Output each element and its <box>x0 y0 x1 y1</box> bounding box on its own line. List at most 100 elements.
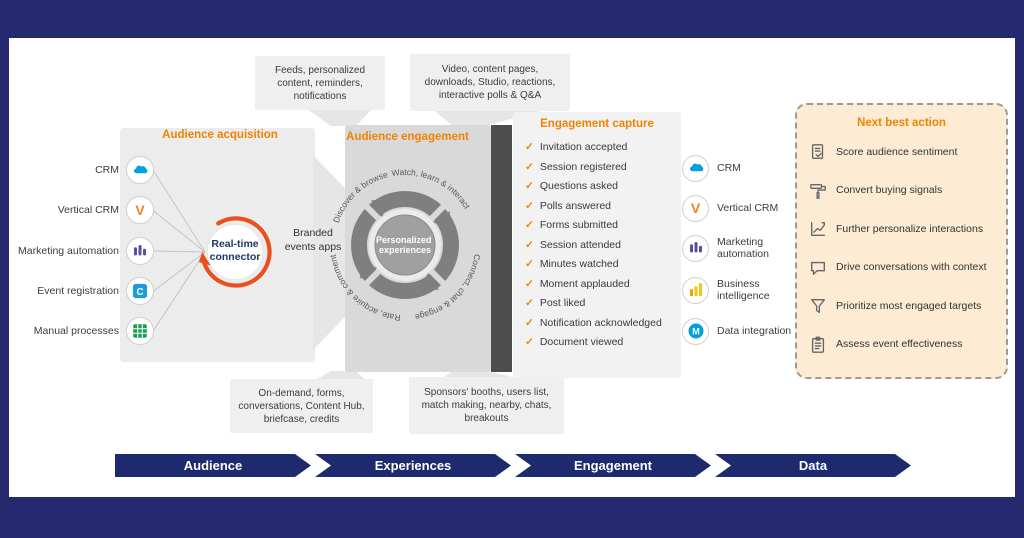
capture-item: ✓ Forms submitted <box>525 219 675 232</box>
check-icon: ✓ <box>525 297 534 309</box>
next-best-action-item: Convert buying signals <box>797 172 1006 211</box>
marketing-automation-icon <box>126 237 154 265</box>
paint-roller-icon <box>809 182 827 200</box>
capture-item: ✓ Questions asked <box>525 180 675 193</box>
vlocity-icon: V <box>682 194 709 222</box>
acquisition-item-label: Vertical CRM <box>57 204 119 216</box>
audience-engagement-title: Audience engagement <box>346 131 469 143</box>
engagement-capture-title: Engagement capture <box>540 118 654 130</box>
capture-item-label: Moment applauded <box>539 277 630 290</box>
check-icon: ✓ <box>525 277 534 290</box>
capture-item-label: Document viewed <box>539 336 624 348</box>
next-best-action-label: Further personalize interactions <box>836 222 984 235</box>
callout-on-demand: On-demand, forms, conversations, Content… <box>230 379 373 433</box>
capture-item: ✓ Document viewed <box>525 336 675 349</box>
next-best-action-label: Convert buying signals <box>836 184 943 197</box>
output-item-label: Business intelligence <box>717 277 770 302</box>
check-icon: ✓ <box>525 199 534 212</box>
next-best-action-item: Further personalize interactions <box>797 210 1006 249</box>
next-best-action-item: Prioritize most engaged targets <box>797 287 1006 326</box>
output-item-label: Vertical CRM <box>717 201 779 214</box>
frame-bottom <box>0 497 1024 538</box>
capture-item: ✓Session attended <box>525 239 675 252</box>
frame-right <box>1015 38 1024 497</box>
flow-step-audience: Audience <box>115 454 311 477</box>
mulesoft-icon: M <box>682 317 709 345</box>
cvent-icon: C <box>126 277 154 305</box>
vlocity-glyph: V <box>690 200 701 216</box>
vlocity-icon: V <box>126 196 154 224</box>
check-icon: ✓ <box>525 316 534 329</box>
salesforce-icon <box>126 156 154 184</box>
check-icon: ✓ <box>525 219 534 231</box>
acquisition-item-label: Marketing automation <box>18 245 119 257</box>
vlocity-glyph: V <box>135 202 145 218</box>
funnel-shape <box>307 109 372 126</box>
branded-events-apps-label: Branded events apps <box>284 227 342 253</box>
svg-text:C: C <box>136 287 143 298</box>
callout-video: Video, content pages, downloads, Studio,… <box>410 54 570 111</box>
acquisition-item-vertical-crm: Vertical CRM V <box>14 196 154 224</box>
document-check-icon <box>809 143 827 161</box>
output-item-label: Marketing automation <box>717 235 769 260</box>
acquisition-item-crm: CRM <box>14 156 154 184</box>
acquisition-item-label: Manual processes <box>33 325 119 337</box>
acquisition-item-manual-processes: Manual processes <box>14 317 154 345</box>
output-item-data-integration: M Data integration <box>682 316 806 346</box>
next-best-action-item: Score audience sentiment <box>797 133 1006 172</box>
next-best-action-label: Prioritize most engaged targets <box>836 299 982 312</box>
callout-sponsors: Sponsors' booths, users list, match maki… <box>409 377 564 434</box>
next-best-action-title: Next best action <box>857 117 946 129</box>
personalized-experiences-ring: Personalized experiences Discover & brow… <box>328 167 483 323</box>
flow-step-engagement: Engagement <box>515 454 711 477</box>
power-bi-icon <box>682 276 709 304</box>
capture-item: ✓ Invitation accepted <box>525 141 675 154</box>
next-best-action-label: Score audience sentiment <box>836 145 958 158</box>
next-best-action-label: Assess event effectiveness <box>836 338 963 351</box>
output-item-crm: CRM <box>682 153 806 183</box>
svg-text:M: M <box>692 326 700 336</box>
acquisition-item-marketing-automation: Marketing automation <box>14 237 154 265</box>
audience-acquisition-title: Audience acquisition <box>162 129 278 141</box>
check-icon: ✓ <box>525 336 534 348</box>
flow-step-data: Data <box>715 454 911 477</box>
capture-item-label: Notification acknowledged <box>539 316 662 329</box>
acquisition-item-label: Event registration <box>37 285 119 297</box>
real-time-connector-graphic <box>198 216 272 288</box>
output-item-label: Data integration <box>717 324 792 337</box>
check-icon: ✓ <box>525 180 534 192</box>
check-icon: ✓ <box>525 160 534 173</box>
capture-item: ✓ Polls answered <box>525 200 675 213</box>
check-icon: ✓ <box>525 238 534 251</box>
engagement-capture-panel <box>513 112 681 378</box>
frame-left <box>0 38 9 497</box>
output-item-marketing-automation: Marketing automation <box>682 233 806 263</box>
capture-item: ✓ Session registered <box>525 161 675 174</box>
engagement-capture-list: ✓ Invitation accepted ✓ Session registered… <box>525 141 675 356</box>
funnel-icon <box>809 297 827 315</box>
speech-bubble-icon <box>809 259 827 277</box>
capture-item-label: Minutes watched <box>539 258 619 270</box>
check-icon: ✓ <box>525 141 534 153</box>
clipboard-icon <box>809 336 827 354</box>
funnel-shape <box>313 155 347 350</box>
capture-item: ✓ Notification acknowledged <box>525 317 675 330</box>
capture-item-label: Questions asked <box>539 180 619 192</box>
frame-top <box>0 0 1024 38</box>
callout-feeds: Feeds, personalized content, reminders, … <box>255 56 385 110</box>
output-item-label: CRM <box>717 161 741 174</box>
capture-item-label: Session registered <box>539 160 627 173</box>
output-item-vertical-crm: V Vertical CRM <box>682 193 806 223</box>
capture-item: ✓Minutes watched <box>525 258 675 271</box>
next-best-action-item: Assess event effectiveness <box>797 326 1006 365</box>
capture-item-label: Invitation accepted <box>539 141 628 153</box>
capture-item: ✓ Moment applauded <box>525 278 675 291</box>
next-best-action-label: Drive conversations with context <box>836 261 987 274</box>
flow-step-experiences: Experiences <box>315 454 511 477</box>
capture-item-label: Post liked <box>539 297 586 309</box>
marketing-automation-icon <box>682 234 709 262</box>
capture-item-label: Forms submitted <box>539 219 618 231</box>
capture-item-label: Polls answered <box>539 199 612 212</box>
spreadsheet-icon <box>126 317 154 345</box>
